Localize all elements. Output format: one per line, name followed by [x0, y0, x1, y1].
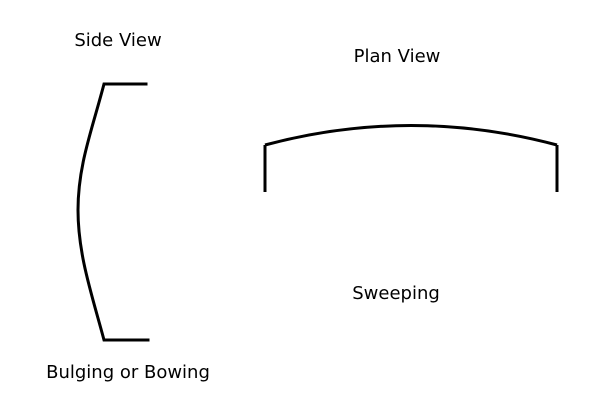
side-view-label: Side View [74, 30, 162, 51]
bulging-label: Bulging or Bowing [46, 362, 210, 383]
plan-view-bracket [263, 124, 559, 192]
plan-view-arc [264, 124, 558, 147]
sweeping-label: Sweeping [352, 283, 440, 304]
side-view-bracket [76, 82, 150, 342]
side-view-profile [76, 82, 150, 342]
plan-view-label: Plan View [353, 46, 441, 67]
